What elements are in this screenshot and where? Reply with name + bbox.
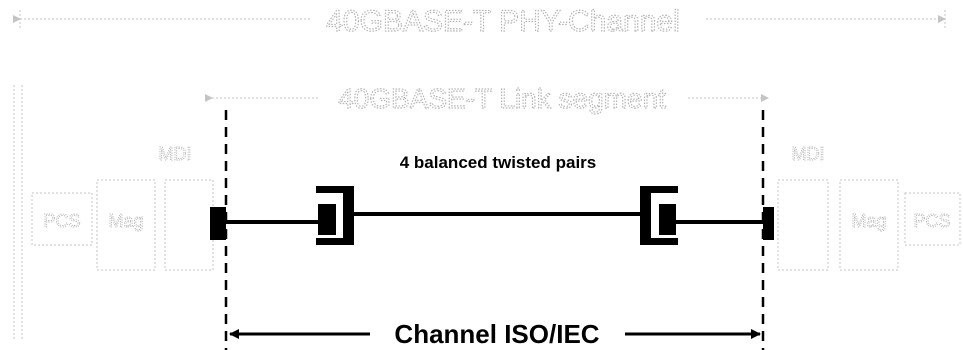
left-mdi-label: MDI — [159, 144, 192, 164]
right-mag-label: Mag — [851, 211, 886, 231]
left-mag-box — [96, 179, 156, 271]
right-end-plug — [763, 207, 774, 240]
channel-label: Channel ISO/IEC — [394, 319, 599, 349]
left-phy-blocks: PCS Mag MDI — [31, 144, 214, 271]
right-phy-blocks: MDI Mag PCS — [777, 144, 961, 271]
link-segment-label: 40GBASE-T Link segment — [338, 83, 666, 114]
right-pcs-box — [904, 192, 961, 246]
left-mdi-box — [164, 179, 214, 271]
right-pcs-label: PCS — [913, 211, 950, 231]
left-pcs-box — [31, 192, 93, 246]
right-connector — [640, 186, 678, 245]
right-mdi-box — [777, 179, 829, 271]
right-mag-box — [839, 179, 899, 271]
left-end-plug — [210, 207, 226, 240]
left-dotted-guides — [13, 85, 23, 340]
left-mag-label: Mag — [108, 211, 143, 231]
left-pcs-label: PCS — [43, 211, 80, 231]
phy-channel-label: 40GBASE-T PHY-Channel — [326, 5, 680, 38]
pairs-label: 4 balanced twisted pairs — [400, 153, 597, 172]
phy-channel-span — [13, 10, 946, 30]
right-mdi-label: MDI — [792, 144, 825, 164]
left-connector — [316, 186, 354, 245]
